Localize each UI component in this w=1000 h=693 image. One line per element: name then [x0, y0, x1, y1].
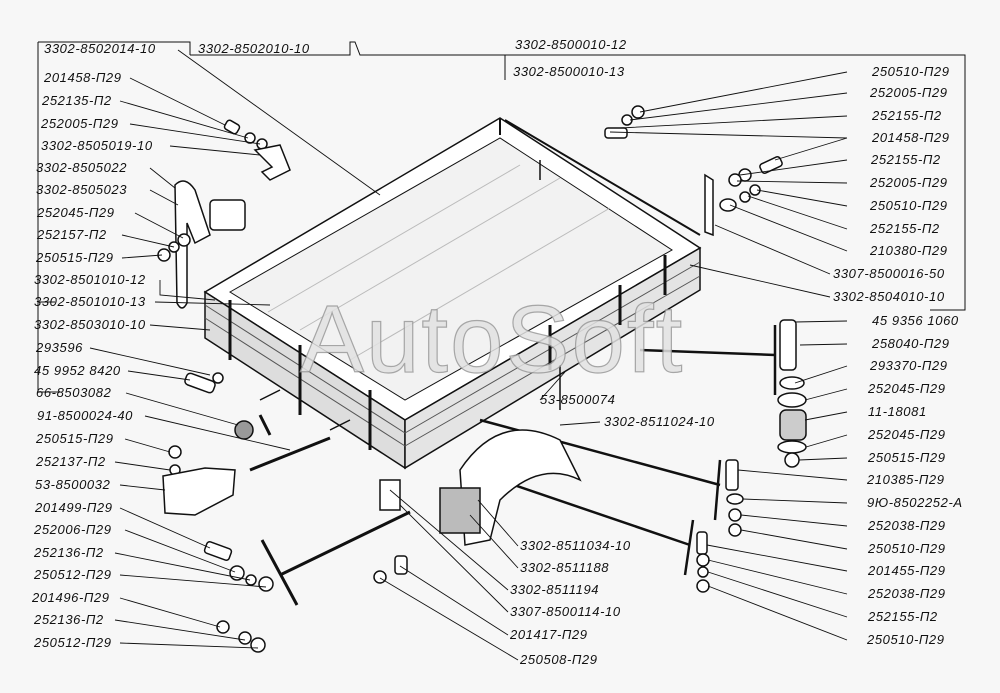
- part-label: 3302-8505022: [36, 160, 128, 175]
- part-label: 252155-П2: [872, 108, 942, 123]
- part-label: 252137-П2: [36, 454, 106, 469]
- part-label: 252157-П2: [37, 227, 107, 242]
- part-label: 252155-П2: [871, 152, 941, 167]
- part-label: 3302-8505019-10: [41, 138, 153, 153]
- mount-rods-right: [469, 325, 777, 576]
- part-label: 201455-П29: [868, 563, 946, 578]
- part-label: 53-8500032: [35, 477, 111, 492]
- part-label: 53-8500074: [540, 392, 616, 407]
- part-label: 258040-П29: [872, 336, 950, 351]
- part-label: 3307-8500016-50: [833, 266, 945, 281]
- part-label: 201499-П29: [35, 500, 113, 515]
- cargo-body: [203, 117, 702, 470]
- part-label: 201458-П29: [44, 70, 122, 85]
- part-label: 9Ю-8502252-А: [867, 495, 963, 510]
- part-label: 210385-П29: [867, 472, 945, 487]
- part-label: 252045-П29: [868, 427, 946, 442]
- mount-rods-left: [249, 414, 411, 606]
- part-label: 11-18081: [868, 404, 927, 419]
- part-label: 201458-П29: [872, 130, 950, 145]
- part-label: 293370-П29: [870, 358, 948, 373]
- group-bracket-left: [37, 41, 191, 393]
- part-label: 252045-П29: [37, 205, 115, 220]
- part-label: 250510-П29: [870, 198, 948, 213]
- part-label: 3302-8500010-13: [513, 64, 625, 79]
- part-label: 293596: [36, 340, 83, 355]
- part-label: 250510-П29: [872, 64, 950, 79]
- part-label: 252155-П2: [868, 609, 938, 624]
- part-label: 201417-П29: [510, 627, 588, 642]
- part-label: 3302-8502010-10: [198, 41, 310, 56]
- part-label: 250510-П29: [868, 541, 946, 556]
- part-label: 252006-П29: [34, 522, 112, 537]
- part-label: 252136-П2: [34, 545, 104, 560]
- part-label: 250508-П29: [520, 652, 598, 667]
- part-label: 252135-П2: [42, 93, 112, 108]
- part-label: 3302-8504010-10: [833, 289, 945, 304]
- part-label: 3302-8511194: [510, 582, 600, 597]
- part-label: 45 9356 1060: [872, 313, 959, 328]
- part-label: 3302-8502014-10: [44, 41, 156, 56]
- part-label: 3307-8500114-10: [510, 604, 621, 619]
- part-label: 250515-П29: [36, 250, 114, 265]
- part-label: 252038-П29: [868, 518, 946, 533]
- part-label: 252038-П29: [868, 586, 946, 601]
- left-hardware: [157, 119, 291, 653]
- part-label: 3302-8501010-12: [34, 272, 146, 287]
- part-label: 3302-8503010-10: [34, 317, 146, 332]
- leader-lines: [89, 49, 848, 661]
- part-label: 3302-8505023: [36, 182, 128, 197]
- part-label: 252005-П29: [870, 175, 948, 190]
- part-label: 252045-П29: [868, 381, 946, 396]
- part-label: 3302-8511024-10: [604, 414, 715, 429]
- part-label: 252155-П2: [870, 221, 940, 236]
- part-label: 252005-П29: [41, 116, 119, 131]
- right-hardware: [604, 105, 807, 593]
- part-label: 201496-П29: [32, 590, 110, 605]
- part-label: 3302-8500010-12: [515, 37, 627, 52]
- part-label: 250515-П29: [36, 431, 114, 446]
- part-label: 252136-П2: [34, 612, 104, 627]
- part-label: 250510-П29: [867, 632, 945, 647]
- watermark: AutoSoft: [299, 285, 685, 393]
- group-bracket-top: [190, 41, 966, 311]
- part-label: 91-8500024-40: [37, 408, 133, 423]
- part-label: 252005-П29: [870, 85, 948, 100]
- part-label: 250515-П29: [868, 450, 946, 465]
- part-label: 210380-П29: [870, 243, 948, 258]
- part-label: 3302-8511188: [520, 560, 610, 575]
- part-label: 45 9952 8420: [34, 363, 121, 378]
- part-label: 3302-8511034-10: [520, 538, 631, 553]
- part-label: 3302-8501010-13: [34, 294, 146, 309]
- part-label: 250512-П29: [34, 635, 112, 650]
- part-label: 66-8503082: [36, 385, 112, 400]
- part-label: 250512-П29: [34, 567, 112, 582]
